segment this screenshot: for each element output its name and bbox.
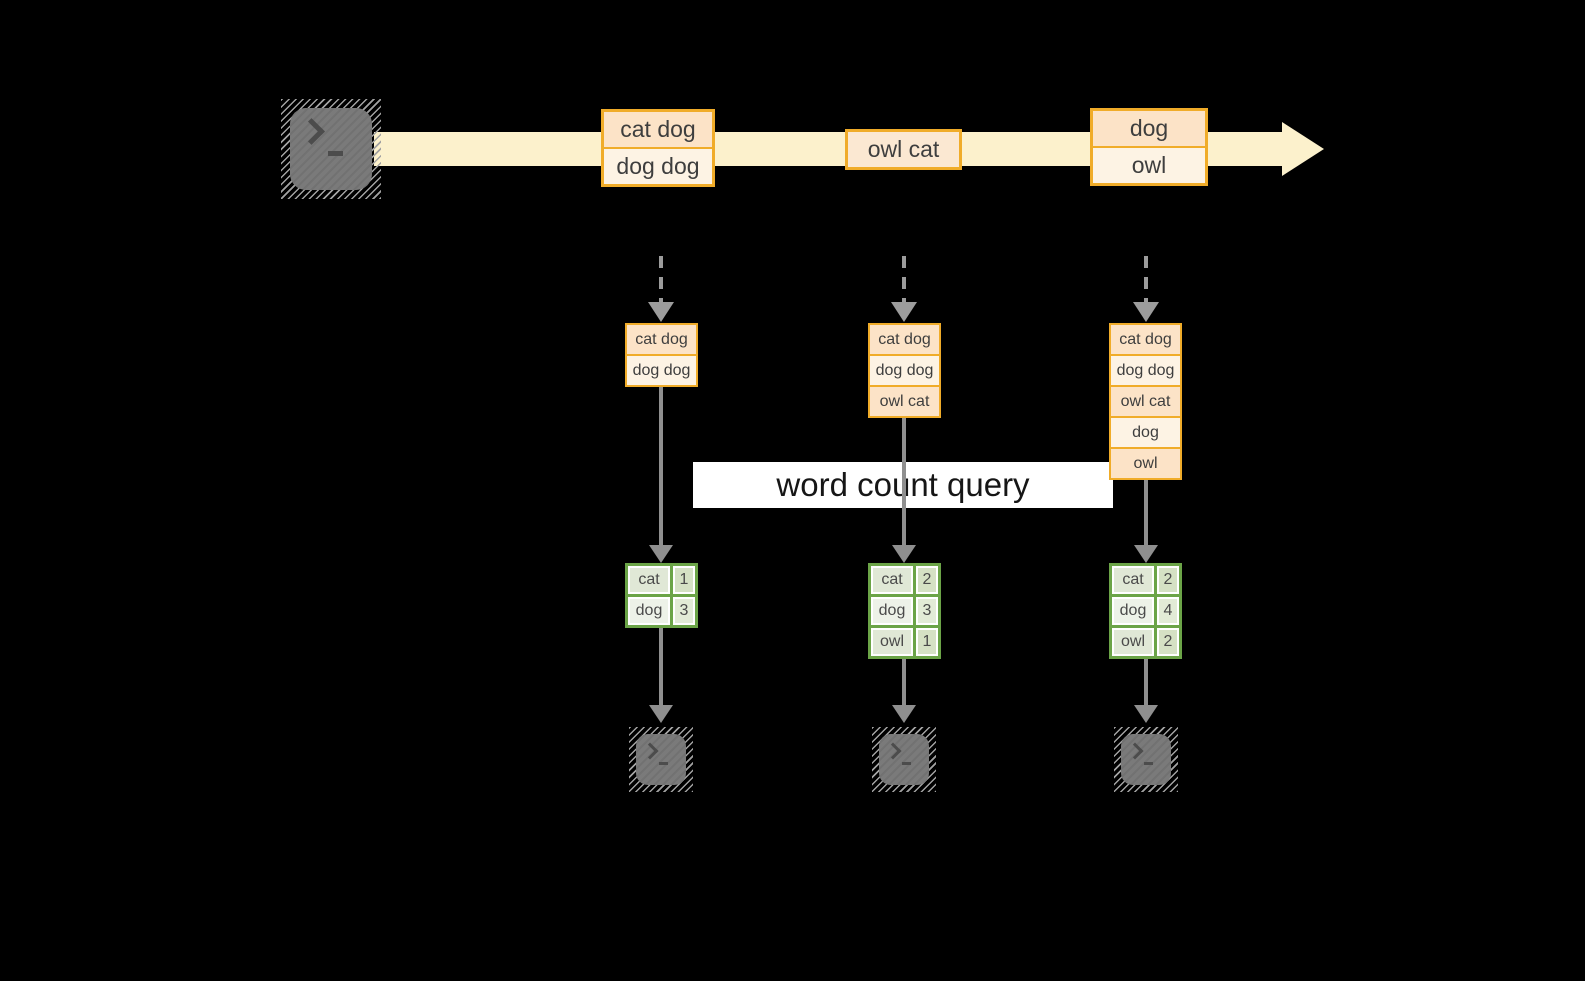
window-record: cat dog <box>1111 325 1180 354</box>
prompt-cursor-icon <box>328 151 343 156</box>
sink-terminal-icon <box>1114 727 1178 792</box>
stream-event-box-1: cat dog dog dog <box>601 109 715 187</box>
window-record: dog dog <box>1111 354 1180 385</box>
source-terminal-icon <box>281 99 381 199</box>
prompt-chevron-icon <box>298 118 325 145</box>
count-cell: 1 <box>916 628 938 656</box>
sink-arrow-line <box>659 628 663 705</box>
count-cell: 3 <box>916 597 938 625</box>
stream-record: owl <box>1093 146 1205 183</box>
word-cell: cat <box>628 566 670 594</box>
terminal-screen <box>636 734 686 785</box>
word-cell: dog <box>1112 597 1154 625</box>
sink-arrowhead-icon <box>649 705 673 723</box>
terminal-screen <box>879 734 929 785</box>
query-arrowhead-icon <box>649 545 673 563</box>
query-arrowhead-icon <box>1134 545 1158 563</box>
window-buffer-2: cat dog dog dog owl cat <box>868 323 941 418</box>
window-record: dog dog <box>870 354 939 385</box>
word-cell: cat <box>1112 566 1154 594</box>
prompt-chevron-icon <box>884 742 902 760</box>
sink-arrowhead-icon <box>892 705 916 723</box>
window-record: cat dog <box>627 325 696 354</box>
stream-record: dog <box>1093 111 1205 146</box>
stream-event-box-3: dog owl <box>1090 108 1208 186</box>
window-record: owl <box>1111 447 1180 478</box>
query-arrowhead-icon <box>892 545 916 563</box>
prompt-chevron-icon <box>641 742 659 760</box>
prompt-cursor-icon <box>902 762 911 765</box>
query-arrow-line <box>659 387 663 545</box>
sink-arrowhead-icon <box>1134 705 1158 723</box>
count-cell: 3 <box>673 597 695 625</box>
window-buffer-3: cat dog dog dog owl cat dog owl <box>1109 323 1182 480</box>
word-count-table-1: cat 1 dog 3 <box>625 563 698 628</box>
stream-arrowhead-icon <box>1282 122 1324 176</box>
sink-terminal-icon <box>872 727 936 792</box>
window-record: owl cat <box>1111 385 1180 416</box>
count-cell: 1 <box>673 566 695 594</box>
window-record: cat dog <box>870 325 939 354</box>
ingest-arrow-line <box>659 256 663 302</box>
query-arrow-line <box>1144 480 1148 545</box>
query-arrow-line <box>902 418 906 545</box>
count-cell: 2 <box>1157 566 1179 594</box>
stream-record: owl cat <box>848 132 959 167</box>
terminal-screen <box>290 108 372 190</box>
prompt-cursor-icon <box>659 762 668 765</box>
window-record: dog <box>1111 416 1180 447</box>
word-cell: cat <box>871 566 913 594</box>
window-record: owl cat <box>870 385 939 416</box>
count-cell: 4 <box>1157 597 1179 625</box>
count-cell: 2 <box>1157 628 1179 656</box>
ingest-arrowhead-icon <box>891 302 917 322</box>
ingest-arrowhead-icon <box>1133 302 1159 322</box>
stream-record: dog dog <box>604 147 712 184</box>
stream-event-box-2: owl cat <box>845 129 962 170</box>
ingest-arrow-line <box>1144 256 1148 302</box>
stream-record: cat dog <box>604 112 712 147</box>
prompt-cursor-icon <box>1144 762 1153 765</box>
word-cell: owl <box>1112 628 1154 656</box>
window-record: dog dog <box>627 354 696 385</box>
sink-terminal-icon <box>629 727 693 792</box>
word-count-table-3: cat 2 dog 4 owl 2 <box>1109 563 1182 659</box>
sink-arrow-line <box>1144 659 1148 705</box>
word-cell: owl <box>871 628 913 656</box>
word-cell: dog <box>628 597 670 625</box>
terminal-screen <box>1121 734 1171 785</box>
ingest-arrowhead-icon <box>648 302 674 322</box>
window-buffer-1: cat dog dog dog <box>625 323 698 387</box>
ingest-arrow-line <box>902 256 906 302</box>
prompt-chevron-icon <box>1126 742 1144 760</box>
sink-arrow-line <box>902 659 906 705</box>
word-cell: dog <box>871 597 913 625</box>
word-count-table-2: cat 2 dog 3 owl 1 <box>868 563 941 659</box>
count-cell: 2 <box>916 566 938 594</box>
